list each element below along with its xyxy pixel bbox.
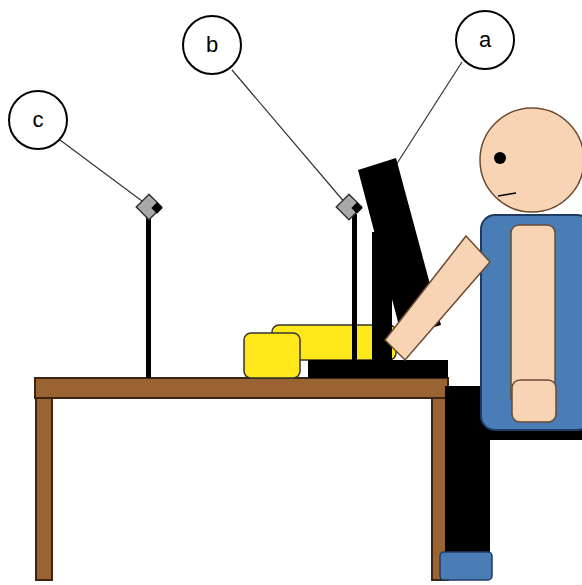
callout-letter: b — [206, 32, 218, 58]
leader-line — [396, 62, 462, 165]
callout-circle: a — [455, 10, 515, 70]
callout-letter: a — [479, 27, 491, 53]
callout-circle: b — [182, 15, 242, 75]
forearm — [385, 236, 490, 360]
leader-line — [232, 70, 346, 204]
mouth — [498, 193, 516, 196]
head — [480, 108, 582, 212]
monitor-base — [308, 360, 448, 378]
camera — [336, 194, 361, 219]
eye — [494, 152, 506, 164]
camera-lens — [151, 202, 162, 213]
upper-arm — [511, 225, 555, 405]
camera-stand — [352, 214, 357, 364]
callout-circle: c — [8, 90, 68, 150]
table-top — [35, 378, 448, 398]
yellow-block — [244, 333, 300, 378]
camera-lens — [351, 202, 362, 213]
torso — [481, 215, 582, 430]
camera — [136, 194, 161, 219]
foot — [440, 552, 492, 580]
camera-stand — [146, 214, 151, 378]
table-leg — [36, 396, 52, 580]
leader-line — [60, 140, 146, 204]
hand — [512, 380, 556, 422]
callout-letter: c — [33, 107, 44, 133]
